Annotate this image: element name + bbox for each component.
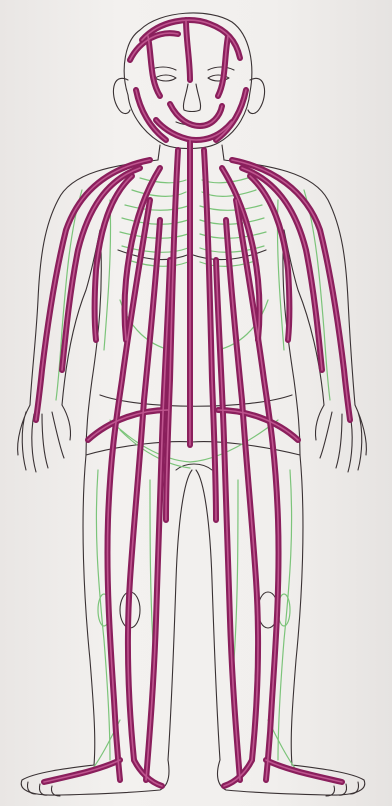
secondary-channel-line	[234, 480, 238, 660]
right-leg-outer	[291, 455, 303, 765]
nose	[183, 84, 200, 112]
left-leg-inner	[168, 470, 192, 760]
waist-band	[100, 395, 292, 406]
secondary-channel-line	[110, 420, 278, 462]
secondary-channel-line	[120, 430, 190, 468]
left-hand-fingers	[18, 405, 71, 472]
left-ear	[113, 78, 130, 113]
left-leg-outer	[83, 455, 95, 765]
right-hand-fingers	[315, 405, 366, 472]
right-ear	[248, 78, 265, 113]
primary-channels	[36, 20, 350, 786]
primary-channel-line	[218, 410, 298, 440]
